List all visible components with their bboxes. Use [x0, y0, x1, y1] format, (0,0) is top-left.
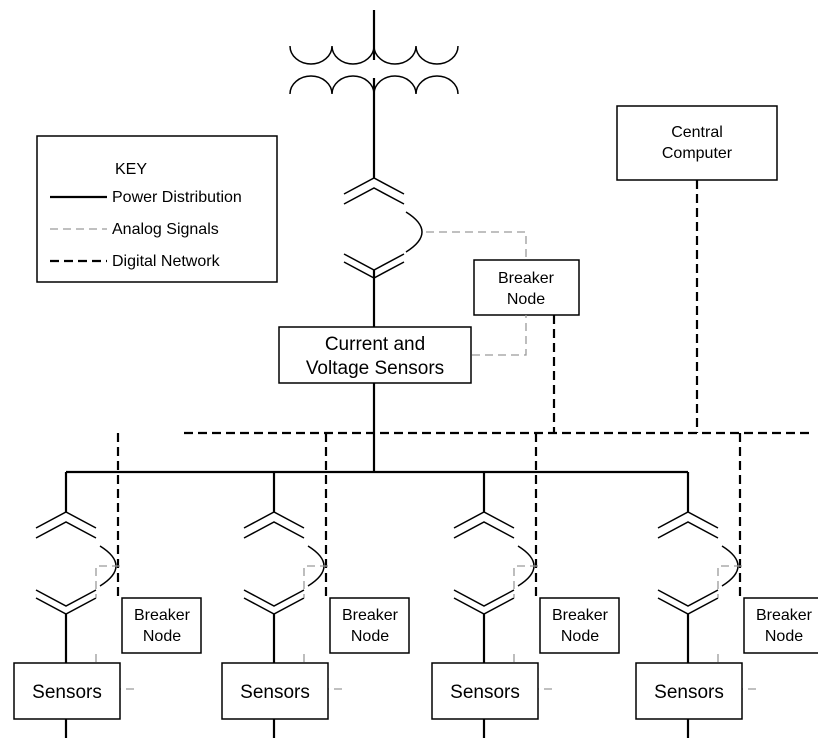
- breaker-node-label-2: Node: [351, 628, 389, 645]
- main-breaker-node-label-1: Breaker: [498, 270, 555, 287]
- main-breaker-node-label-2: Node: [507, 291, 545, 308]
- key-digital-label: Digital Network: [112, 253, 221, 270]
- main-analog-line-sensors: [472, 315, 527, 356]
- breaker-node-label-2: Node: [561, 628, 599, 645]
- breaker-node-box: [743, 597, 818, 654]
- sensors-box: [635, 662, 743, 720]
- breaker-node-label-2: Node: [143, 628, 181, 645]
- key-analog-label: Analog Signals: [112, 221, 219, 238]
- breaker-node-box: [539, 597, 620, 654]
- sensors-label: Sensors: [654, 682, 724, 703]
- key-legend: KEY Power Distribution Analog Signals Di…: [36, 135, 278, 283]
- digital-network: [184, 180, 810, 435]
- key-title: KEY: [115, 161, 147, 178]
- branch-analog-line: [717, 565, 742, 598]
- main-sensors-label-2: Voltage Sensors: [306, 358, 444, 379]
- power-bus: [66, 383, 688, 474]
- sensors-box: [431, 662, 539, 720]
- sensors-label: Sensors: [32, 682, 102, 703]
- sensors-box: [221, 662, 329, 720]
- sensors-label: Sensors: [450, 682, 520, 703]
- breaker-symbol: [35, 511, 117, 615]
- sensors-label: Sensors: [240, 682, 310, 703]
- breaker-node-label-1: Breaker: [756, 607, 813, 624]
- breaker-node-label-1: Breaker: [134, 607, 191, 624]
- central-computer-label-2: Computer: [662, 145, 733, 162]
- breaker-node-label-1: Breaker: [342, 607, 399, 624]
- branch-analog-line: [513, 565, 538, 598]
- breaker-node-box: [329, 597, 410, 654]
- central-computer: Central Computer: [616, 105, 778, 181]
- branch-analog-line: [95, 565, 120, 598]
- transformer-symbol: [289, 10, 459, 178]
- breaker-node-label-2: Node: [765, 628, 803, 645]
- central-computer-label-1: Central: [671, 124, 723, 141]
- breaker-node-label-1: Breaker: [552, 607, 609, 624]
- main-sensors: Current and Voltage Sensors: [278, 326, 472, 384]
- main-analog-line-breaker: [426, 231, 527, 260]
- sensors-box: [13, 662, 121, 720]
- branch-analog-line: [303, 565, 328, 598]
- main-breaker-symbol: [343, 177, 423, 327]
- breaker-node-box: [121, 597, 202, 654]
- breaker-symbol: [453, 511, 535, 615]
- main-breaker-node: Breaker Node: [473, 259, 580, 316]
- breaker-symbol: [243, 511, 325, 615]
- main-sensors-label-1: Current and: [325, 334, 425, 355]
- branch-circuits: BreakerNodeSensorsBreakerNodeSensorsBrea…: [13, 433, 818, 738]
- key-power-label: Power Distribution: [112, 189, 242, 206]
- breaker-symbol: [657, 511, 739, 615]
